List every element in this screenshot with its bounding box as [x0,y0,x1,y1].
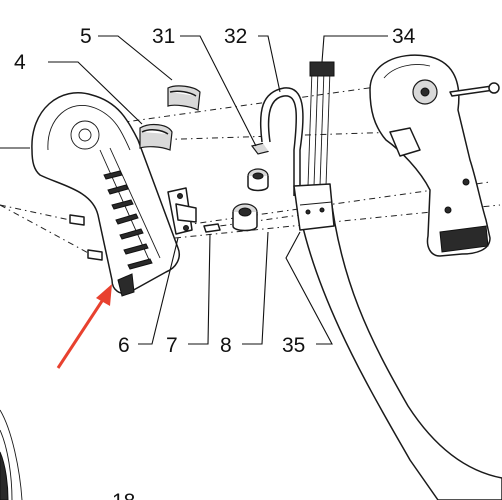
shaft-tube [293,183,502,500]
callout-32: 32 [224,25,247,48]
callout-7: 7 [166,334,178,357]
callout-5: 5 [80,25,92,48]
callout-34: 34 [392,25,416,48]
callout-31: 31 [152,25,175,48]
callout-labels: 5 31 32 34 4 6 7 8 35 18 [14,25,416,500]
wiring-harness [259,61,335,196]
leader-lines [48,35,388,345]
grip-ribs [103,170,153,270]
bushings [232,141,276,232]
callout-6: 6 [118,334,130,357]
callout-8: 8 [220,334,232,357]
switch-bracket [167,187,221,235]
red-pointer-arrow [56,284,112,369]
callout-4: 4 [14,51,26,74]
stand-fragment [0,409,23,500]
right-handle-housing [369,54,500,257]
left-screws [0,147,103,261]
callout-18-partial: 18 [112,490,135,500]
callout-35: 35 [282,334,305,357]
trigger-parts [139,85,201,151]
left-handle-housing [31,92,180,297]
